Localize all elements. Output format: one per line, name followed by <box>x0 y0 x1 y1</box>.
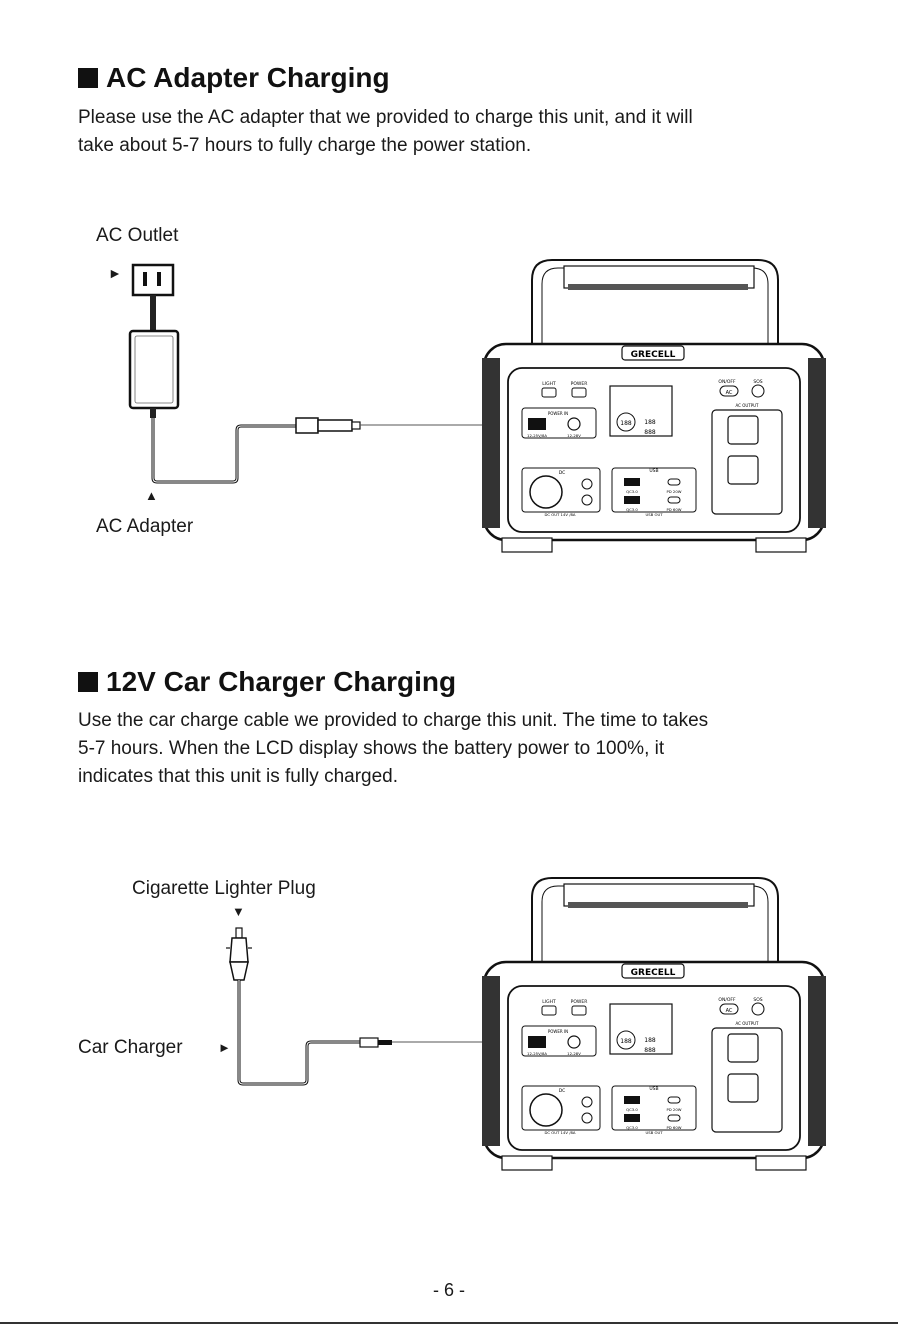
arrow-down-icon: ▼ <box>232 904 245 919</box>
cigarette-plug-icon <box>226 927 252 981</box>
ac-button-label: AC <box>726 1008 733 1014</box>
power-in-label: POWER IN <box>548 1029 568 1034</box>
lcd-w2-value: 888 <box>644 1047 656 1054</box>
ac-output-label: AC OUTPUT <box>735 1021 759 1026</box>
ac-output-label: AC OUTPUT <box>735 403 759 408</box>
dc-label: DC <box>559 470 566 476</box>
arrow-right-icon: ► <box>218 1040 231 1055</box>
section2-paragraph: Use the car charge cable we provided to … <box>78 707 838 791</box>
onoff-label: ON/OFF <box>718 997 736 1003</box>
pd2-label: PD 60W <box>666 1125 681 1130</box>
usb-label: USB <box>649 468 658 474</box>
power-in-label: POWER IN <box>548 411 568 416</box>
ac-outlet-icon <box>131 263 175 297</box>
section1-title: AC Adapter Charging <box>106 62 390 93</box>
plug-cord <box>150 295 156 331</box>
lcd-w2-value: 888 <box>644 429 656 436</box>
ac-charging-diagram <box>128 263 528 484</box>
heading-square-icon <box>78 68 98 88</box>
label-ac-outlet: AC Outlet <box>96 225 179 246</box>
section1-line: take about 5-7 hours to fully charge the… <box>78 135 532 156</box>
arrow-up-icon: ▲ <box>145 488 158 503</box>
light-label: LIGHT <box>542 999 556 1005</box>
lcd-w1-value: 188 <box>644 1037 656 1044</box>
power-station-1: GRECELL LIGHT POWER 188 188 888 AC ON/OF… <box>482 259 826 553</box>
qc1-label: QC3.0 <box>626 1107 638 1112</box>
bottom-rule <box>0 1322 898 1324</box>
section2-line: indicates that this unit is fully charge… <box>78 766 399 787</box>
light-label: LIGHT <box>542 381 556 387</box>
lcd-big-value: 188 <box>620 420 632 427</box>
usb-out-label: USB OUT <box>645 1130 663 1135</box>
ac-adapter-icon <box>128 329 180 418</box>
section2-title: 12V Car Charger Charging <box>106 666 457 697</box>
pd1-label: PD 20W <box>666 1107 681 1112</box>
brand-label: GRECELL <box>631 350 676 360</box>
section2-heading: 12V Car Charger Charging <box>78 666 456 698</box>
dc-label: DC <box>559 1088 566 1094</box>
in-spec-2: 12-28V <box>567 1051 581 1056</box>
label-cigarette-plug: Cigarette Lighter Plug <box>132 878 316 899</box>
brand-label: GRECELL <box>631 968 676 978</box>
in-spec-1: 12-25V/8A <box>527 1051 547 1056</box>
arrow-right-icon: ► <box>108 265 122 281</box>
section2-line: 5-7 hours. When the LCD display shows th… <box>78 738 665 759</box>
qc1-label: QC3.0 <box>626 489 638 494</box>
qc2-label: QC3.0 <box>626 507 638 512</box>
usb-label: USB <box>649 1086 658 1092</box>
power-label: POWER <box>571 999 588 1005</box>
usb-out-label: USB OUT <box>645 512 663 517</box>
dc-out-label: DC OUT 14V /8A <box>544 512 575 517</box>
sos-label: SOS <box>753 379 762 385</box>
page-number: - 6 - <box>432 1280 465 1300</box>
in-spec-1: 12-25V/8A <box>527 433 547 438</box>
dc-connector-icon <box>295 417 361 434</box>
qc2-label: QC3.0 <box>626 1125 638 1130</box>
dc-out-label: DC OUT 14V /8A <box>544 1130 575 1135</box>
pd1-label: PD 20W <box>666 489 681 494</box>
power-label: POWER <box>571 381 588 387</box>
label-ac-adapter: AC Adapter <box>96 516 194 537</box>
section1-paragraph: Please use the AC adapter that we provid… <box>78 104 838 160</box>
label-car-charger: Car Charger <box>78 1037 183 1058</box>
ac-button-label: AC <box>726 390 733 396</box>
pd2-label: PD 60W <box>666 507 681 512</box>
in-spec-2: 12-28V <box>567 433 581 438</box>
sos-label: SOS <box>753 997 762 1003</box>
lcd-big-value: 188 <box>620 1038 632 1045</box>
lcd-w1-value: 188 <box>644 419 656 426</box>
power-station-2: GRECELL LIGHT POWER 188 188 888 AC ON/OF… <box>482 877 826 1171</box>
section1-line: Please use the AC adapter that we provid… <box>78 107 693 128</box>
car-charging-diagram <box>226 927 528 1086</box>
section1-heading: AC Adapter Charging <box>78 62 390 94</box>
dc-connector-icon <box>359 1037 392 1048</box>
section2-line: Use the car charge cable we provided to … <box>78 710 709 731</box>
onoff-label: ON/OFF <box>718 379 736 385</box>
heading-square-icon <box>78 672 98 692</box>
